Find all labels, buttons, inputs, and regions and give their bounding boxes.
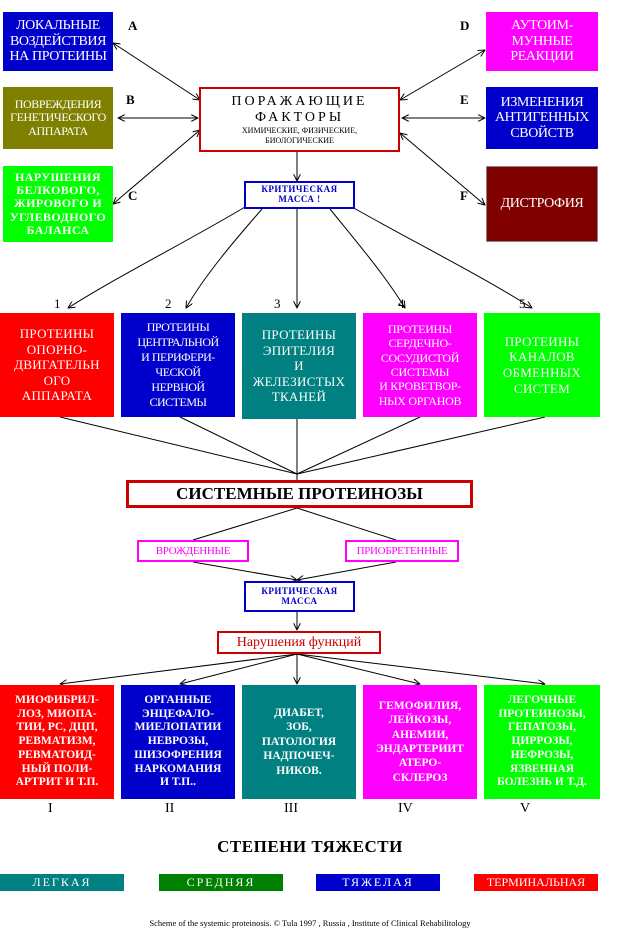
protein-group-4: ПРОТЕИНЫ СЕРДЕЧНО- СОСУДИСТОЙ СИСТЕМЫ И …: [363, 313, 477, 417]
disease-group-2: ОРГАННЫЕ ЭНЦЕФАЛО- МИЕЛОПАТИИ НЕВРОЗЫ, Ш…: [121, 685, 235, 799]
disease-group-4-label: ГЕМОФИЛИЯ, ЛЕЙКОЗЫ, АНЕМИИ, ЭНДАРТЕРИИТ …: [375, 699, 465, 784]
protein-group-2: ПРОТЕИНЫ ЦЕНТРАЛЬНОЙ И ПЕРИФЕРИ- ЧЕСКОЙ …: [121, 313, 235, 417]
letter-a: A: [128, 18, 138, 33]
group-number-2: 2: [165, 296, 172, 311]
disease-group-2-label: ОРГАННЫЕ ЭНЦЕФАЛО- МИЕЛОПАТИИ НЕВРОЗЫ, Ш…: [134, 693, 222, 789]
critical-mass-box: КРИТИЧЕСКАЯ МАССА !: [244, 181, 355, 209]
letter-b: B: [126, 92, 135, 107]
systemic-proteinoses-box: СИСТЕМНЫЕ ПРОТЕИНОЗЫ: [126, 480, 473, 508]
acquired-label: ПРИОБРЕТЕННЫЕ: [356, 544, 448, 557]
group-number-4: 4: [398, 296, 405, 311]
box-balance-disorders-label: НАРУШЕНИЯ БЕЛКОВОГО, ЖИРОВОГО И УГЛЕВОДН…: [9, 170, 107, 237]
disease-group-4: ГЕМОФИЛИЯ, ЛЕЙКОЗЫ, АНЕМИИ, ЭНДАРТЕРИИТ …: [363, 685, 477, 799]
damaging-factors-box: ПОРАЖАЮЩИЕ ФАКТОРЫ ХИМИЧЕСКИЕ, ФИЗИЧЕСКИ…: [199, 87, 400, 152]
arrow-to-group-2: [186, 208, 263, 308]
roman-i: I: [48, 801, 53, 816]
disease-group-5-label: ЛЕГОЧНЫЕ ПРОТЕИНОЗЫ, ГЕПАТОЗЫ, ЦИРРОЗЫ, …: [497, 693, 587, 789]
critical-mass-2-box: КРИТИЧЕСКАЯ МАССА: [244, 581, 355, 612]
congenital-box: ВРОЖДЕННЫЕ: [137, 540, 249, 562]
protein-group-1-label: ПРОТЕИНЫ ОПОРНО- ДВИГАТЕЛЬН ОГО АППАРАТА: [14, 326, 100, 404]
disease-group-1: МИОФИБРИЛ- ЛОЗ, МИОПА- ТИИ, РС, ДЦП, РЕВ…: [0, 685, 114, 799]
severity-terminal: ТЕРМИНАЛЬНАЯ: [474, 874, 598, 891]
arrow-to-group-4: [329, 208, 405, 308]
protein-group-2-label: ПРОТЕИНЫ ЦЕНТРАЛЬНОЙ И ПЕРИФЕРИ- ЧЕСКОЙ …: [137, 320, 219, 409]
disease-group-3: ДИАБЕТ, ЗОБ, ПАТОЛОГИЯ НАДПОЧЕЧ- НИКОВ.: [242, 685, 356, 799]
severity-severe: ТЯЖЕЛАЯ: [316, 874, 440, 891]
box-dystrophy-label: ДИСТРОФИЯ: [500, 196, 584, 212]
critical-mass-2-label: КРИТИЧЕСКАЯ МАССА: [261, 585, 338, 606]
disease-group-3-label: ДИАБЕТ, ЗОБ, ПАТОЛОГИЯ НАДПОЧЕЧ- НИКОВ.: [261, 707, 337, 777]
severity-moderate: СРЕДНЯЯ: [159, 874, 283, 891]
arrow-a: [113, 43, 200, 100]
dysfunction-box: Нарушения функций: [217, 631, 381, 654]
arrow-d: [400, 50, 485, 100]
roman-iii: III: [284, 801, 298, 816]
box-autoimmune-label: АУТОИМ- МУННЫЕ РЕАКЦИИ: [510, 18, 574, 65]
group-number-1: 1: [54, 296, 61, 311]
box-genetic-damage: ПОВРЕЖДЕНИЯ ГЕНЕТИЧЕСКОГО АППАРАТА: [3, 87, 113, 149]
letter-e: E: [460, 92, 469, 107]
dysfunction-label: Нарушения функций: [236, 634, 362, 650]
systemic-proteinoses-label: СИСТЕМНЫЕ ПРОТЕИНОЗЫ: [176, 483, 423, 503]
protein-group-3-label: ПРОТЕИНЫ ЭПИТЕЛИЯ И ЖЕЛЕЗИСТЫХ ТКАНЕЙ: [252, 327, 346, 405]
box-autoimmune: АУТОИМ- МУННЫЕ РЕАКЦИИ: [486, 12, 598, 71]
letter-c: C: [128, 188, 138, 203]
severity-title: СТЕПЕНИ ТЯЖЕСТИ: [217, 837, 403, 856]
acquired-box: ПРИОБРЕТЕННЫЕ: [345, 540, 459, 562]
protein-group-1: ПРОТЕИНЫ ОПОРНО- ДВИГАТЕЛЬН ОГО АППАРАТА: [0, 313, 114, 417]
group-number-3: 3: [274, 296, 281, 311]
protein-group-5: ПРОТЕИНЫ КАНАЛОВ ОБМЕННЫХ СИСТЕМ: [484, 313, 600, 417]
roman-v: V: [520, 801, 531, 816]
box-balance-disorders: НАРУШЕНИЯ БЕЛКОВОГО, ЖИРОВОГО И УГЛЕВОДН…: [3, 166, 113, 242]
box-dystrophy: ДИСТРОФИЯ: [486, 166, 598, 242]
disease-group-5: ЛЕГОЧНЫЕ ПРОТЕИНОЗЫ, ГЕПАТОЗЫ, ЦИРРОЗЫ, …: [484, 685, 600, 799]
box-antigen-changes-label: ИЗМЕНЕНИЯ АНТИГЕННЫХ СВОЙСТВ: [494, 94, 590, 141]
protein-group-4-label: ПРОТЕИНЫ СЕРДЕЧНО- СОСУДИСТОЙ СИСТЕМЫ И …: [378, 321, 462, 408]
congenital-label: ВРОЖДЕННЫЕ: [155, 544, 231, 557]
letter-d: D: [460, 18, 470, 33]
disease-group-1-label: МИОФИБРИЛ- ЛОЗ, МИОПА- ТИИ, РС, ДЦП, РЕВ…: [15, 693, 99, 789]
arrow-c: [113, 130, 200, 204]
severity-mild: ЛЕГКАЯ: [0, 874, 124, 891]
arrow-to-group-1: [68, 206, 246, 308]
arrow-f: [400, 133, 485, 205]
box-antigen-changes: ИЗМЕНЕНИЯ АНТИГЕННЫХ СВОЙСТВ: [486, 87, 598, 149]
group-number-5: 5: [519, 296, 526, 311]
box-local-effects-label: ЛОКАЛЬНЫЕ ВОЗДЕЙСТВИЯ НА ПРОТЕИНЫ: [9, 18, 107, 65]
box-local-effects: ЛОКАЛЬНЫЕ ВОЗДЕЙСТВИЯ НА ПРОТЕИНЫ: [3, 12, 113, 71]
letter-f: F: [460, 188, 468, 203]
footer-credit: Scheme of the systemic proteinosis. © Tu…: [149, 918, 471, 928]
roman-ii: II: [165, 801, 175, 816]
roman-iv: IV: [398, 801, 413, 816]
damaging-factors-title: ПОРАЖАЮЩИЕ ФАКТОРЫ: [231, 94, 368, 126]
protein-group-5-label: ПРОТЕИНЫ КАНАЛОВ ОБМЕННЫХ СИСТЕМ: [502, 333, 582, 396]
arrow-to-group-5: [351, 206, 532, 308]
damaging-factors-subtitle: ХИМИЧЕСКИЕ, ФИЗИЧЕСКИЕ, БИОЛОГИЧЕСКИЕ: [241, 126, 358, 145]
critical-mass-label: КРИТИЧЕСКАЯ МАССА !: [261, 184, 338, 204]
box-genetic-damage-label: ПОВРЕЖДЕНИЯ ГЕНЕТИЧЕСКОГО АППАРАТА: [10, 97, 106, 138]
protein-group-3: ПРОТЕИНЫ ЭПИТЕЛИЯ И ЖЕЛЕЗИСТЫХ ТКАНЕЙ: [242, 313, 356, 419]
